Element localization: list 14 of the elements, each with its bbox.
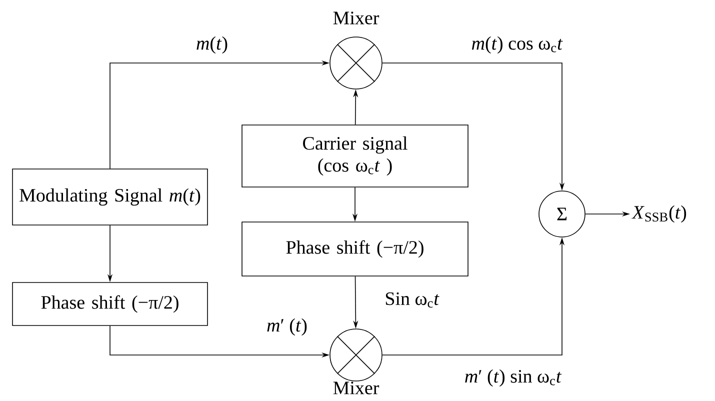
process-box: Carrier signal (cos ω$_{c}$t ) (242, 124, 468, 188)
edge-label: m′ (t) sin ω$_{c}$t (463, 368, 563, 388)
edge-label: m(t) cos ω$_{c}$t (470, 35, 564, 55)
edge-label: m(t) (195, 35, 230, 55)
edge-label: Sin ω$_{c}$t (384, 291, 440, 309)
mixer-symbol (330, 36, 382, 90)
edge-label: m′ (t) (266, 317, 308, 337)
mixer-symbol (330, 328, 382, 382)
process-box: Phase shift (−π/2) (12, 282, 208, 326)
process-box: Phase shift (−π/2) (242, 222, 468, 276)
process-box: Modulating Signal m(t) (12, 168, 208, 226)
block-name: Mixer (333, 382, 380, 394)
output-label: X$_{SSB}$(t) (632, 205, 686, 223)
block-name: Mixer (333, 12, 380, 24)
